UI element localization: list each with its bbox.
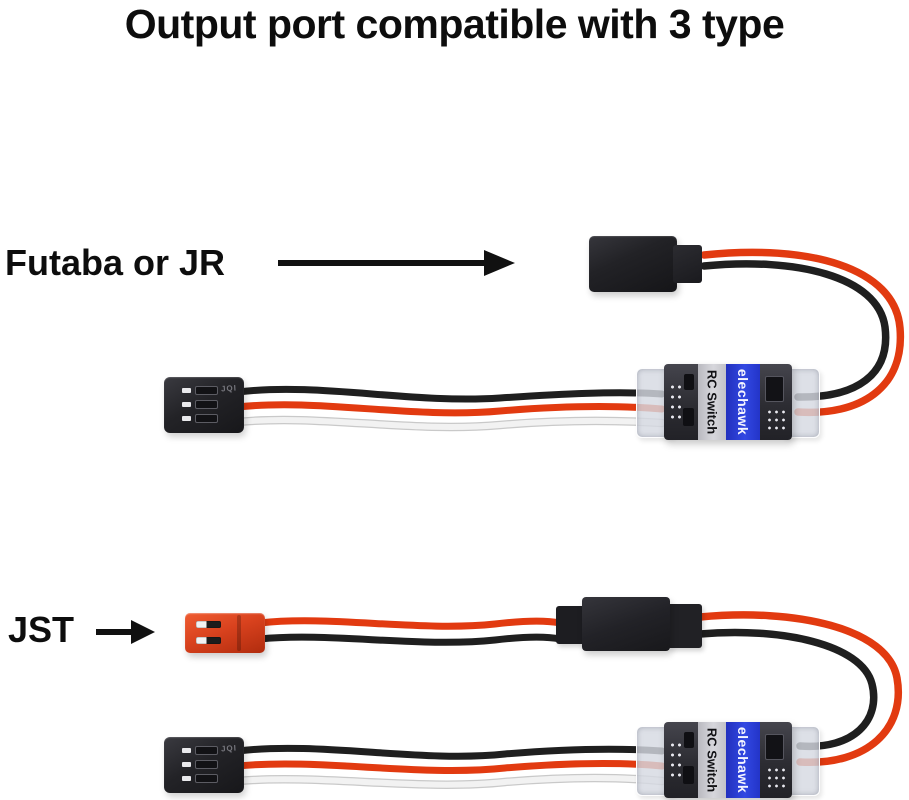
connector-molded-marking: JQI bbox=[220, 383, 238, 394]
bottom-ribbon-black-wire bbox=[234, 744, 666, 760]
module-brand-band: elechawk bbox=[726, 364, 760, 440]
top-loop-black-wire bbox=[700, 260, 890, 401]
top-ribbon-red-wire bbox=[234, 401, 666, 417]
bottom-servo-plug-connector: JQI bbox=[164, 737, 244, 793]
top-ribbon-white-wire bbox=[235, 416, 665, 431]
futaba-arrow bbox=[278, 250, 515, 276]
module-components-area bbox=[664, 364, 698, 440]
pin-slot bbox=[182, 414, 220, 423]
servo-joint-plug-back bbox=[556, 606, 586, 644]
module-product-label: RC Switch bbox=[704, 727, 720, 793]
futaba-jr-label: Futaba or JR bbox=[5, 242, 226, 283]
rc-switch-module-top: RC Switch elechawk bbox=[636, 362, 820, 442]
solder-pads bbox=[669, 740, 684, 778]
jst-red-wire bbox=[256, 617, 564, 630]
solder-pads bbox=[669, 382, 684, 420]
pin-slot bbox=[182, 774, 220, 783]
servo-joint-tab bbox=[667, 604, 702, 648]
jst-pin bbox=[196, 637, 221, 644]
bottom-loop-black-wire bbox=[696, 628, 878, 751]
pin-slot bbox=[182, 760, 220, 769]
top-loop-red-wire bbox=[700, 248, 905, 417]
mated-servo-joint-connector bbox=[582, 597, 670, 651]
jst-label: JST bbox=[8, 609, 75, 650]
module-brand-label: elechawk bbox=[735, 726, 751, 794]
module-ic-area bbox=[760, 364, 792, 440]
component bbox=[684, 732, 694, 748]
module-brand-band: elechawk bbox=[726, 722, 760, 798]
module-product-label: RC Switch bbox=[704, 369, 720, 435]
jst-pin bbox=[196, 621, 221, 628]
top-ribbon-black-wire bbox=[234, 385, 666, 403]
pin-slot bbox=[182, 386, 220, 395]
page-title: Output port compatible with 3 type bbox=[124, 1, 785, 47]
futaba-connector-tab bbox=[673, 245, 702, 283]
module-pcb: RC Switch elechawk bbox=[664, 364, 792, 440]
connector-molded-marking: JQI bbox=[220, 743, 238, 754]
bottom-loop-red-wire bbox=[696, 611, 902, 766]
futaba-arrow-head bbox=[484, 250, 515, 276]
jst-black-wire bbox=[256, 633, 564, 646]
module-components-area bbox=[664, 722, 698, 798]
bottom-ribbon-white-wire bbox=[235, 775, 665, 788]
rc-switch-module-bottom: RC Switch elechawk bbox=[636, 720, 820, 800]
component bbox=[683, 408, 694, 426]
module-brand-label: elechawk bbox=[735, 368, 751, 436]
component bbox=[683, 766, 694, 784]
top-servo-plug-connector: JQI bbox=[164, 377, 244, 433]
pin-slot bbox=[182, 746, 220, 755]
jst-arrow bbox=[96, 620, 155, 644]
module-pcb: RC Switch elechawk bbox=[664, 722, 792, 798]
solder-pads bbox=[766, 766, 788, 790]
jst-arrow-head bbox=[131, 620, 155, 644]
bottom-ribbon-red-wire bbox=[234, 760, 666, 774]
module-product-band: RC Switch bbox=[698, 722, 726, 798]
solder-pads bbox=[766, 408, 788, 432]
ic-chip bbox=[765, 376, 784, 402]
pin-slot bbox=[182, 400, 220, 409]
jst-output-connector bbox=[185, 613, 265, 653]
module-product-band: RC Switch bbox=[698, 364, 726, 440]
futaba-jr-output-connector bbox=[589, 236, 702, 292]
component bbox=[684, 374, 694, 390]
module-ic-area bbox=[760, 722, 792, 798]
ic-chip bbox=[765, 734, 784, 760]
